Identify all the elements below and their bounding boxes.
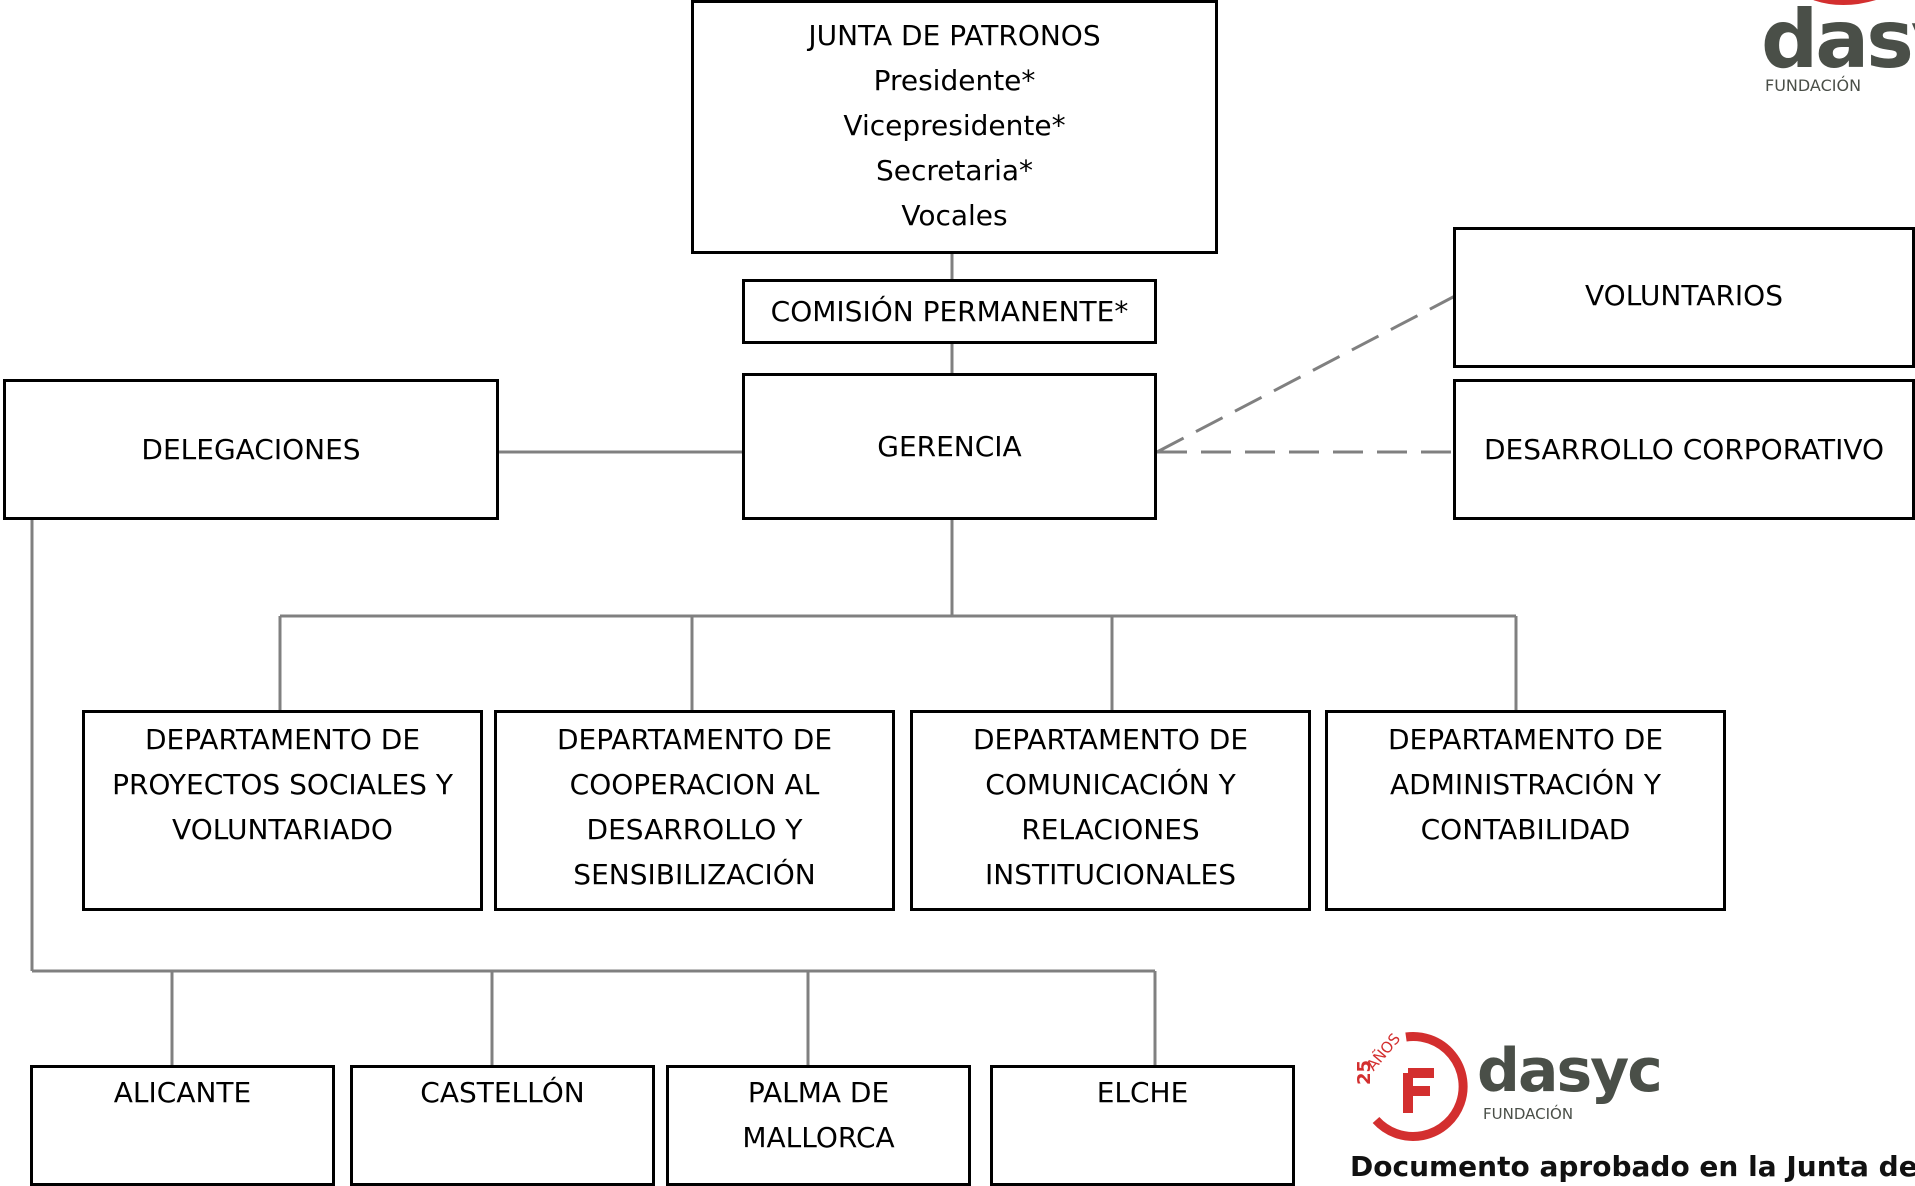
junta-member-vocales: Vocales	[901, 199, 1008, 232]
department-line: INSTITUCIONALES	[985, 858, 1236, 891]
desarrollo-corporativo-label: DESARROLLO CORPORATIVO	[1483, 433, 1885, 466]
voluntarios-box: VOLUNTARIOS	[1453, 227, 1915, 368]
department-box-administracion: DEPARTAMENTO DE ADMINISTRACIÓN Y CONTABI…	[1325, 710, 1726, 911]
junta-member-secretaria: Secretaria*	[875, 154, 1034, 187]
dasyc-25-anos-logo: 25 AÑOS dasyc FUNDACIÓN	[1350, 1025, 1680, 1145]
delegaciones-box: DELEGACIONES	[3, 379, 499, 520]
department-line: RELACIONES	[1021, 813, 1200, 846]
gerencia-label: GERENCIA	[877, 430, 1022, 463]
department-box-comunicacion: DEPARTAMENTO DE COMUNICACIÓN Y RELACIONE…	[910, 710, 1311, 911]
department-line: COMUNICACIÓN Y	[985, 768, 1236, 801]
logo-sub: FUNDACIÓN	[1483, 1105, 1574, 1123]
junta-de-patronos-box: JUNTA DE PATRONOS Presidente* Vicepresid…	[691, 0, 1218, 254]
delegation-line: CASTELLÓN	[420, 1076, 585, 1109]
voluntarios-label: VOLUNTARIOS	[1585, 278, 1783, 312]
delegaciones-label: DELEGACIONES	[141, 433, 361, 466]
department-line: DEPARTAMENTO DE	[556, 723, 833, 756]
approval-caption: Documento aprobado en la Junta de Patr	[1350, 1150, 1915, 1183]
department-box-proyectos-sociales: DEPARTAMENTO DE PROYECTOS SOCIALES Y VOL…	[82, 710, 483, 911]
delegation-box-palma: PALMA DE MALLORCA	[666, 1065, 971, 1186]
department-line: DEPARTAMENTO DE	[144, 723, 421, 756]
gerencia-box: GERENCIA	[742, 373, 1157, 520]
department-line: DEPARTAMENTO DE	[1387, 723, 1664, 756]
department-line: VOLUNTARIADO	[172, 813, 393, 846]
logo-brand: dasyc	[1477, 1036, 1663, 1106]
department-line: ADMINISTRACIÓN Y	[1390, 768, 1661, 801]
delegation-box-elche: ELCHE	[990, 1065, 1295, 1186]
anniversary-f-mark-icon	[1372, 1032, 1468, 1141]
comision-permanente-label: COMISIÓN PERMANENTE*	[770, 295, 1129, 328]
logo-arc-icon	[1813, 0, 1876, 6]
department-line: SENSIBILIZACIÓN	[573, 858, 816, 891]
delegation-line: ALICANTE	[113, 1076, 252, 1109]
delegation-box-alicante: ALICANTE	[30, 1065, 335, 1186]
department-box-cooperacion: DEPARTAMENTO DE COOPERACION AL DESARROLL…	[494, 710, 895, 911]
junta-member-vicepresidente: Vicepresidente*	[843, 109, 1066, 142]
department-line: COOPERACION AL	[569, 768, 820, 801]
logo-top-brand: dasy	[1761, 0, 1915, 86]
comision-permanente-box: COMISIÓN PERMANENTE*	[742, 279, 1157, 344]
department-line: DESARROLLO Y	[586, 813, 803, 846]
desarrollo-corporativo-box: DESARROLLO CORPORATIVO	[1453, 379, 1915, 520]
logo-top-sub: FUNDACIÓN	[1765, 76, 1862, 95]
department-line: DEPARTAMENTO DE	[972, 723, 1249, 756]
department-line: PROYECTOS SOCIALES Y	[112, 768, 453, 801]
delegation-line: PALMA DE	[747, 1076, 890, 1109]
delegation-line: ELCHE	[1096, 1076, 1189, 1109]
department-line: CONTABILIDAD	[1420, 813, 1631, 846]
junta-member-presidente: Presidente*	[873, 64, 1036, 97]
delegation-box-castellon: CASTELLÓN	[350, 1065, 655, 1186]
delegation-line: MALLORCA	[742, 1121, 895, 1154]
junta-title: JUNTA DE PATRONOS	[808, 19, 1101, 52]
dasyc-logo-top: dasy FUNDACIÓN	[1755, 0, 1915, 104]
